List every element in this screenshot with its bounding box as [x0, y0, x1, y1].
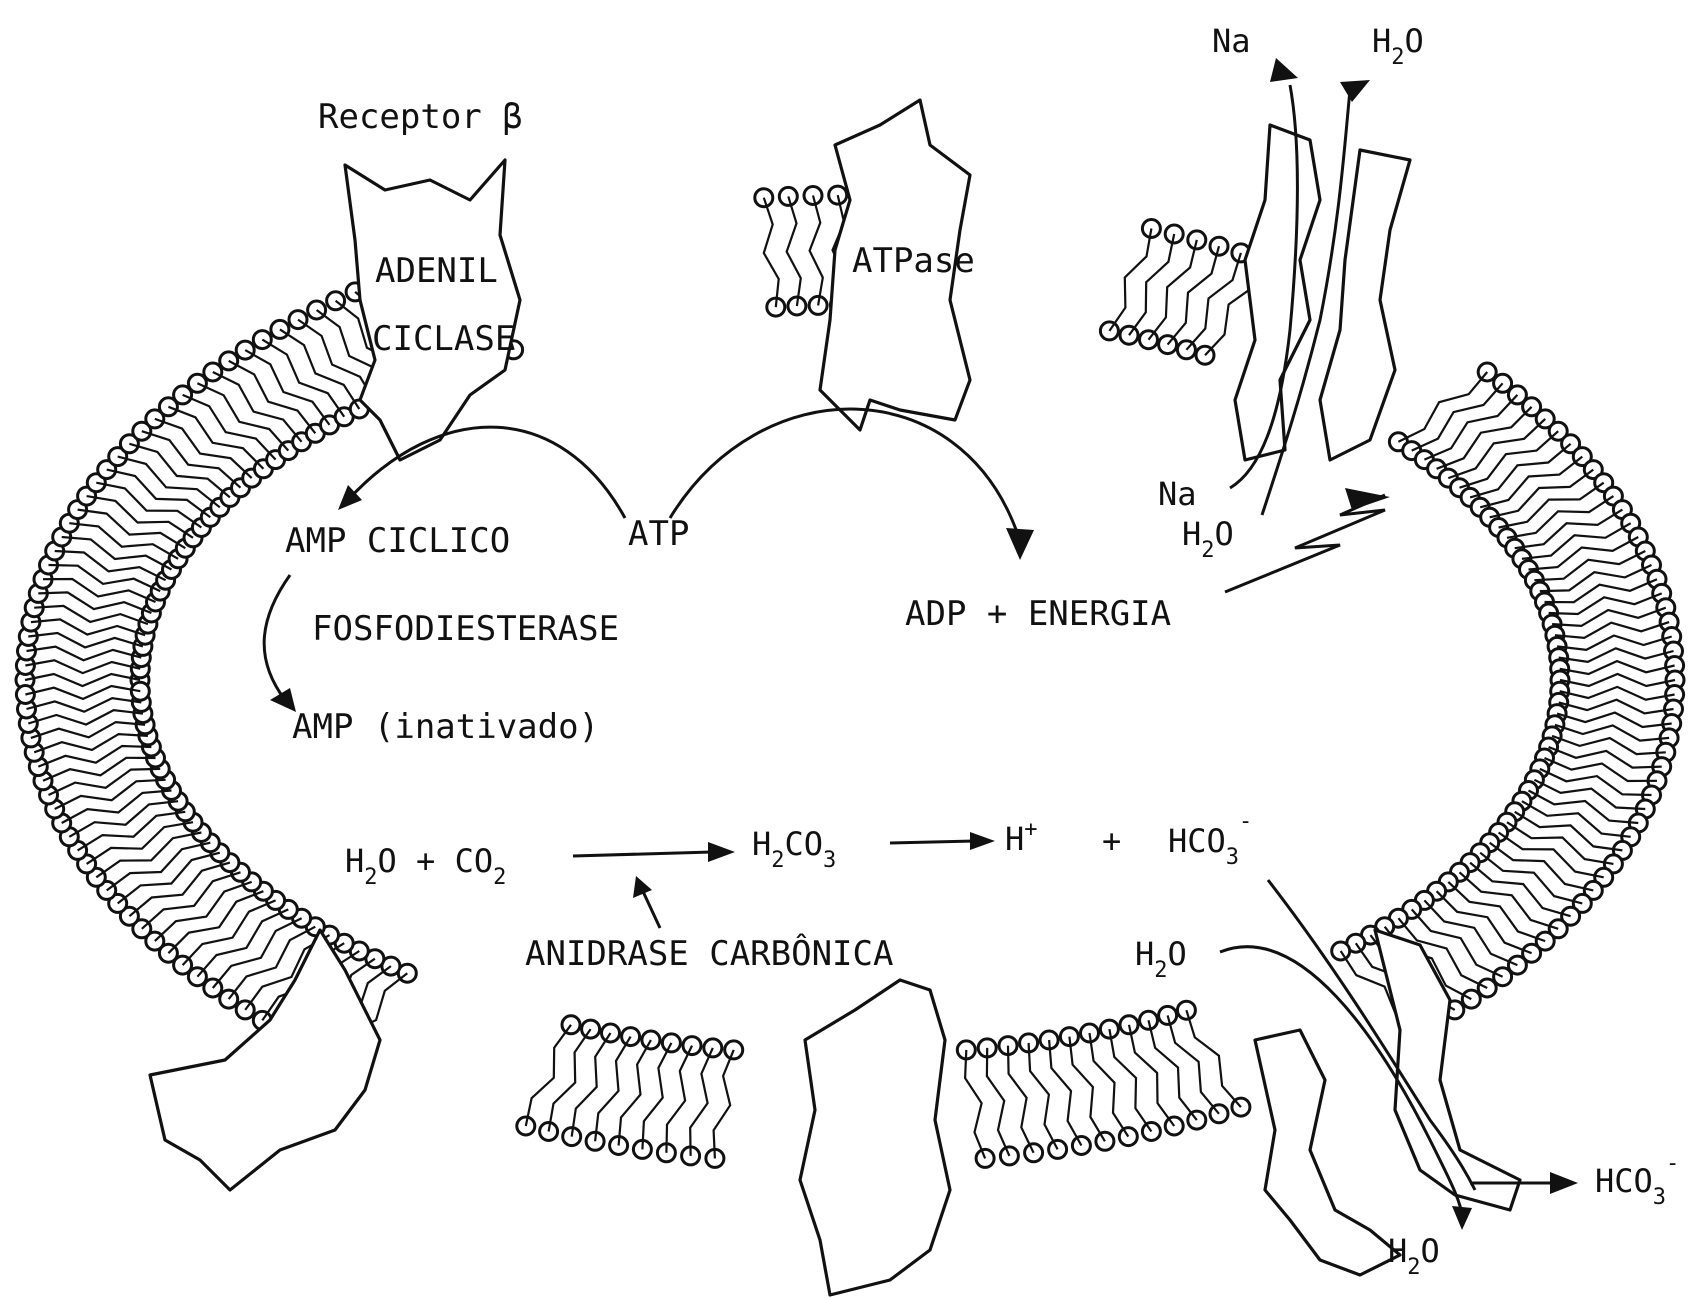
lipid-tail	[28, 633, 143, 647]
lipid-tail	[764, 198, 779, 307]
h2o-lower-path-head	[1452, 1206, 1472, 1230]
proton-formula: H+	[1005, 817, 1038, 858]
lipid-tail	[714, 1050, 734, 1159]
lipid-tail	[810, 196, 823, 306]
lipid-tail	[69, 801, 178, 837]
lipid-tail	[526, 1025, 571, 1126]
lipid-tail	[1515, 510, 1623, 549]
lipid-tail	[1560, 661, 1675, 674]
reactants-formula: H2O + CO2	[345, 842, 506, 890]
lipid-tail	[1559, 648, 1674, 662]
lipid-tail	[595, 1037, 631, 1142]
lipid-tail	[1499, 483, 1604, 528]
lipid-tail	[27, 698, 142, 712]
sodium-channel-protein	[1235, 125, 1320, 460]
lipid-tail	[1522, 523, 1631, 559]
adp-energia-label: ADP + ENERGIA	[905, 594, 1171, 634]
atp-label: ATP	[628, 514, 689, 554]
atpase-label: ATPase	[852, 241, 975, 281]
sodium-in-label: Na	[1158, 475, 1197, 513]
bottom-center-protein	[800, 980, 950, 1295]
arrow-reaction-2	[890, 841, 975, 843]
lipid-tail	[965, 1050, 985, 1159]
water-out-formula: H2O	[1372, 22, 1424, 70]
ciclase-label: CICLASE	[372, 319, 515, 359]
energy-bolt-head	[1345, 488, 1390, 510]
bicarbonate-in-formula: HCO3-	[1168, 809, 1252, 870]
lipid-tail	[1560, 674, 1675, 686]
bicarbonate-transporter-protein	[1255, 1030, 1400, 1275]
water-mid-formula: H2O	[1135, 935, 1187, 983]
amp-inativado-label: AMP (inativado)	[292, 707, 599, 747]
lipid-tail	[280, 329, 359, 409]
lipid-tail	[619, 1040, 651, 1146]
water-in-formula: H2O	[1182, 515, 1234, 563]
lipid-tail	[549, 1029, 591, 1131]
lipid-tail	[787, 196, 801, 306]
lipid-tail	[78, 812, 186, 851]
lipid-tail	[27, 647, 142, 661]
sodium-out-label: Na	[1212, 22, 1251, 60]
anidrase-carbonica-label: ANIDRASE CARBÔNICA	[525, 933, 893, 974]
lipid-tail	[25, 686, 140, 699]
lipid-tail	[690, 1048, 713, 1156]
lipid-tail	[1507, 496, 1613, 538]
carbonic-acid-formula: H2CO3	[752, 825, 836, 873]
water-path-head	[1340, 80, 1370, 102]
fosfodiesterase-label: FOSFODIESTERASE	[312, 609, 619, 649]
adenil-label: ADENIL	[375, 251, 498, 291]
arrow-anidrase-head	[633, 876, 652, 898]
energy-bolt	[1225, 495, 1385, 592]
lipid-tail	[1460, 431, 1559, 488]
sodium-channel-protein-right	[1320, 150, 1410, 460]
arrow-camp-to-amp	[264, 575, 290, 700]
lipid-tail	[25, 660, 140, 673]
lipid-tail	[25, 674, 140, 686]
lipid-tail	[262, 340, 344, 417]
bicarbonate-out-arrow-head	[1550, 1172, 1578, 1194]
lipid-tail	[666, 1046, 692, 1153]
lipid-tail	[1129, 1025, 1174, 1126]
lipid-tail	[1149, 240, 1197, 340]
lipid-tail	[1029, 1043, 1058, 1150]
arrow-reaction-2-head	[970, 832, 995, 850]
lipid-tail	[1557, 713, 1672, 727]
plus-sign: +	[1102, 822, 1121, 860]
arrow-atp-to-adp	[670, 409, 1018, 535]
lipid-tail	[142, 872, 241, 929]
lipid-tail	[1069, 1037, 1105, 1142]
lipid-tail	[1129, 234, 1174, 335]
sodium-path-head	[1270, 58, 1298, 82]
bicarbonate-out-formula: HCO3-	[1595, 1151, 1679, 1210]
amp-ciclico-label: AMP CICLICO	[285, 521, 510, 561]
lipid-tail	[1090, 1033, 1129, 1137]
lipid-tail	[1560, 687, 1675, 700]
receptor-beta-label: Receptor β	[318, 97, 523, 137]
lipid-tail	[87, 822, 193, 864]
lipid-tail	[987, 1048, 1010, 1156]
lipid-tail	[1049, 1040, 1081, 1146]
lipid-tail	[1559, 700, 1674, 714]
arrow-reaction-1	[573, 852, 712, 856]
arrow-reaction-1-head	[708, 842, 735, 862]
lipid-tail	[1109, 229, 1151, 331]
adenylate-cyclase-protein	[345, 160, 520, 460]
lipid-tail	[96, 833, 201, 878]
arrow-atp-to-adp-head	[1006, 528, 1034, 560]
water-bottom-formula: H2O	[1388, 1232, 1440, 1280]
